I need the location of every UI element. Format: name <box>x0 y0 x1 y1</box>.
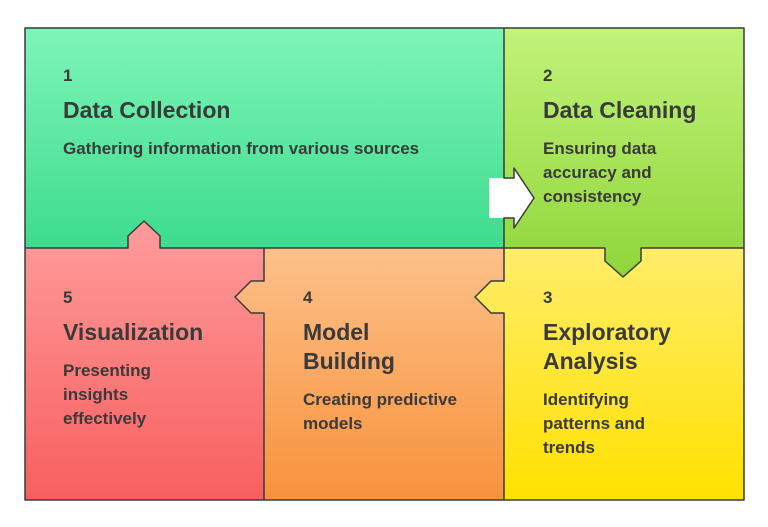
step-visualization: 5 Visualization Presenting insights effe… <box>63 288 223 431</box>
divider-collection-cleaning <box>503 28 535 248</box>
step-number: 4 <box>303 288 313 307</box>
step-description: Identifying patterns and trends <box>543 390 646 457</box>
step-description: Creating predictive models <box>303 390 457 433</box>
panel-model-building <box>235 248 504 500</box>
step-number: 1 <box>63 66 73 85</box>
step-exploratory-analysis: 3 Exploratory Analysis Identifying patte… <box>543 288 678 460</box>
step-title: Exploratory Analysis <box>543 319 671 374</box>
panel-visualization <box>25 221 264 500</box>
step-description: Gathering information from various sourc… <box>63 139 420 158</box>
step-number: 3 <box>543 288 553 307</box>
step-number: 2 <box>543 66 553 85</box>
divider-row-right <box>504 247 744 278</box>
panel-data-cleaning <box>504 28 744 277</box>
divider-model-visualization <box>234 248 265 500</box>
panel-data-collection <box>25 28 504 248</box>
step-model-building: 4 Model Building Creating predictive mod… <box>303 288 478 436</box>
step-title: Visualization <box>63 319 204 345</box>
divider-exploratory-model <box>474 248 505 500</box>
step-data-collection: 1 Data Collection Gathering information … <box>63 66 483 161</box>
divider-row-left <box>25 220 504 249</box>
step-number: 5 <box>63 288 73 307</box>
step-title: Data Cleaning <box>543 97 697 123</box>
step-data-cleaning: 2 Data Cleaning Ensuring data accuracy a… <box>543 66 697 209</box>
panel-exploratory-analysis <box>475 248 744 500</box>
diagram-border <box>24 27 745 501</box>
step-title: Model Building <box>303 319 395 374</box>
step-title: Data Collection <box>63 97 231 123</box>
step-description: Ensuring data accuracy and consistency <box>543 139 657 206</box>
step-description: Presenting insights effectively <box>63 361 151 428</box>
